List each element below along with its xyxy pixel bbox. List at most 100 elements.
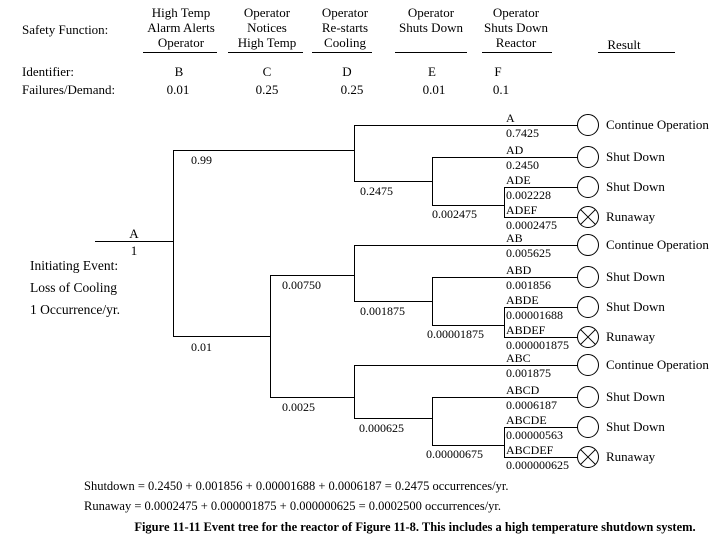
initiating-event-description: Loss of Cooling [30, 280, 118, 295]
outcome-circle-icon [577, 386, 599, 408]
column-header-line: Reactor [495, 35, 537, 50]
outcome-circle-icon [577, 416, 599, 438]
outcome-probability: 0.7425 [506, 126, 539, 140]
column-header-line: Shuts Down [484, 20, 548, 35]
safety-function-label: Safety Function: [22, 22, 109, 37]
outcome-id: ABC [506, 351, 531, 365]
shutdown-equation: Shutdown = 0.2450 + 0.001856 + 0.0000168… [84, 479, 509, 493]
column-underline [395, 52, 467, 53]
tree-line [432, 397, 433, 446]
path-probability: 0.00001875 [427, 327, 484, 341]
column-header-line: Shuts Down [399, 20, 463, 35]
column-header-c: Operator Notices High Temp [217, 5, 317, 50]
tree-line [354, 125, 578, 126]
tree-line [432, 397, 578, 398]
outcome-id: ABCD [506, 383, 540, 397]
outcome-id: ABCDEF [506, 443, 554, 457]
outcome-probability: 0.2450 [506, 158, 539, 172]
path-probability: 0.2475 [360, 184, 393, 198]
result-column-header: Result [607, 37, 641, 52]
tree-line [354, 418, 432, 419]
tree-line [504, 217, 578, 218]
outcome-result: Shut Down [606, 389, 665, 404]
column-header-line: Alarm Alerts [147, 20, 215, 35]
identifier-value: D [342, 64, 352, 79]
outcome-result: Shut Down [606, 269, 665, 284]
outcome-id: A [506, 111, 515, 125]
outcome-result: Shut Down [606, 299, 665, 314]
tree-line [354, 245, 355, 302]
outcome-probability: 0.00000563 [506, 428, 563, 442]
tree-line [432, 325, 504, 326]
failures-value: 0.1 [492, 82, 510, 97]
tree-line [173, 150, 354, 151]
initiating-event-description: Initiating Event: [30, 258, 119, 273]
column-header-line: Operator [407, 5, 455, 20]
tree-line [432, 277, 578, 278]
tree-line [354, 181, 432, 182]
runaway-crossed-circle-icon [577, 206, 599, 228]
figure-caption: Figure 11-11 Event tree for the reactor … [134, 520, 696, 534]
outcome-circle-icon [577, 296, 599, 318]
outcome-probability: 0.000000625 [506, 458, 569, 472]
column-header-d: Operator Re-starts Cooling [295, 5, 395, 50]
column-underline [228, 52, 303, 53]
column-header-line: High Temp [237, 35, 297, 50]
tree-line [432, 157, 433, 206]
outcome-circle-icon [577, 114, 599, 136]
initiating-event-frequency: 1 [130, 243, 138, 258]
identifier-value: F [494, 64, 502, 79]
outcome-id: ABCDE [506, 413, 547, 427]
tree-line [173, 150, 174, 337]
column-header-line: Notices [247, 20, 287, 35]
column-header-line: Cooling [324, 35, 366, 50]
path-probability: 0.00750 [282, 278, 321, 292]
column-underline [312, 52, 372, 53]
column-underline [482, 52, 552, 53]
tree-line [270, 397, 354, 398]
path-probability: 0.00000675 [426, 447, 483, 461]
tree-line [432, 205, 504, 206]
path-probability: 0.01 [191, 340, 212, 354]
outcome-circle-icon [577, 146, 599, 168]
path-probability: 0.99 [191, 153, 212, 167]
outcome-id: ABDE [506, 293, 539, 307]
runaway-crossed-circle-icon [577, 326, 599, 348]
column-header-line: Operator [492, 5, 540, 20]
failures-value: 0.01 [166, 82, 190, 97]
column-header-line: Operator [243, 5, 291, 20]
outcome-id: ABDEF [506, 323, 546, 337]
tree-line [504, 307, 505, 338]
outcome-result: Continue Operation [606, 237, 709, 252]
tree-line [354, 301, 432, 302]
failures-value: 0.01 [422, 82, 446, 97]
tree-line [432, 157, 578, 158]
outcome-result: Runaway [606, 209, 656, 224]
runaway-crossed-circle-icon [577, 446, 599, 468]
initiating-event-id: A [129, 226, 139, 241]
outcome-circle-icon [577, 266, 599, 288]
outcome-result: Shut Down [606, 179, 665, 194]
outcome-probability: 0.001875 [506, 366, 551, 380]
column-underline [143, 52, 217, 53]
path-probability: 0.0025 [282, 400, 315, 414]
tree-line [354, 365, 355, 419]
tree-line [504, 457, 578, 458]
tree-line [432, 445, 504, 446]
column-header-e: Operator Shuts Down [381, 5, 481, 35]
outcome-circle-icon [577, 234, 599, 256]
identifier-value: B [174, 64, 184, 79]
tree-line [504, 307, 578, 308]
tree-line [354, 125, 355, 182]
path-probability: 0.002475 [432, 207, 477, 221]
failures-row-label: Failures/Demand: [22, 82, 116, 97]
tree-line [270, 275, 354, 276]
column-header-f: Operator Shuts Down Reactor [466, 5, 566, 50]
runaway-equation: Runaway = 0.0002475 + 0.000001875 + 0.00… [84, 499, 502, 513]
tree-line [173, 336, 270, 337]
column-header-line: Re-starts [321, 20, 369, 35]
tree-line [270, 275, 271, 398]
initiating-event-description: 1 Occurrence/yr. [30, 302, 120, 317]
outcome-id: AB [506, 231, 523, 245]
failures-value: 0.25 [255, 82, 279, 97]
